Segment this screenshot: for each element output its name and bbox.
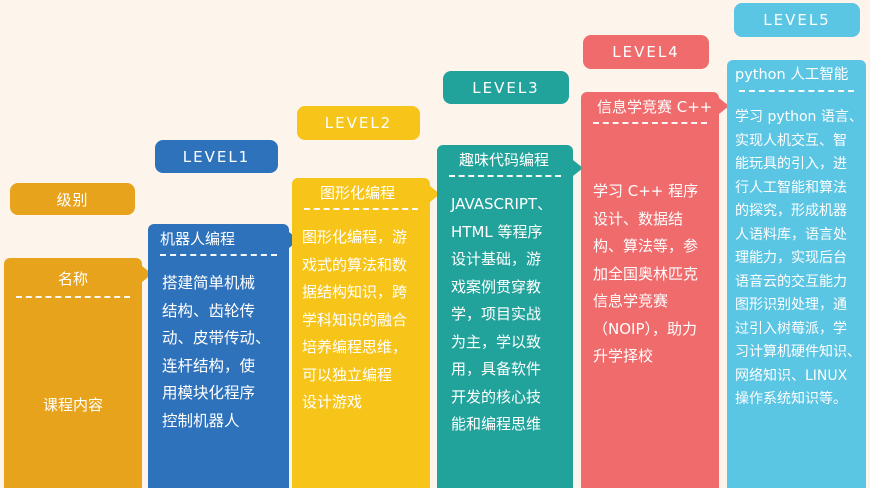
level-card-1-separator (160, 254, 277, 256)
level-card-3: 趣味代码编程 JAVASCRIPT、 HTML 等程序 设计基础，游 戏案例贯穿… (437, 145, 573, 488)
level-card-5-body: 学习 python 语言、 实现人机交互、智 能玩具的引入，进 行人工智能和算法… (735, 109, 863, 407)
level-card-1: 机器人编程 搭建简单机械 结构、齿轮传 动、皮带传动、 连杆结构，使 用模块化程… (148, 224, 289, 488)
level-badge-2-label: LEVEL2 (324, 114, 393, 132)
level-card-2-body: 图形化编程，游 戏式的算法和数 据结构知识，跨 学科知识的融合 培养编程思维， … (302, 228, 408, 411)
level-card-2: 图形化编程 图形化编程，游 戏式的算法和数 据结构知识，跨 学科知识的融合 培养… (292, 178, 430, 488)
label-column-card: 名称 课程内容 (4, 258, 142, 488)
level-badge-1: LEVEL1 (155, 140, 278, 173)
level-card-2-title: 图形化编程 (320, 184, 396, 202)
level-badge-2: LEVEL2 (297, 106, 420, 140)
level-card-4-title: 信息学竞赛 C++ (597, 98, 713, 116)
level-badge-5: LEVEL5 (734, 3, 860, 37)
level-card-5: python 人工智能 学习 python 语言、 实现人机交互、智 能玩具的引… (727, 60, 866, 488)
level-card-5-separator (739, 90, 854, 92)
level-card-3-title: 趣味代码编程 (459, 151, 550, 169)
level-badge-4: LEVEL4 (583, 35, 709, 69)
level-badge-3: LEVEL3 (443, 71, 569, 104)
name-label: 名称 (57, 270, 88, 288)
level-badge-4-label: LEVEL4 (612, 43, 680, 61)
level-card-3-body: JAVASCRIPT、 HTML 等程序 设计基础，游 戏案例贯穿教 学，项目实… (451, 195, 553, 433)
label-arrow-icon (142, 266, 152, 282)
level-card-4-body: 学习 C++ 程序 设计、数据结 构、算法等，参 加全国奥林匹克 信息学竞赛 （… (593, 182, 699, 365)
level-card-1-title: 机器人编程 (160, 230, 236, 248)
level-card-1-body: 搭建简单机械 结构、齿轮传 动、皮带传动、 连杆结构，使 用模块化程序 控制机器… (162, 274, 271, 430)
level-3-arrow-icon (573, 160, 583, 176)
level-badge-1-label: LEVEL1 (182, 147, 251, 166)
level-4-arrow-icon (719, 98, 729, 114)
course-content-label: 课程内容 (42, 396, 103, 414)
level-badge-3-label: LEVEL3 (472, 78, 540, 97)
level-card-2-separator (304, 208, 418, 210)
level-badge-grade: 级别 (10, 183, 135, 215)
name-separator (16, 296, 130, 298)
level-card-4: 信息学竞赛 C++ 学习 C++ 程序 设计、数据结 构、算法等，参 加全国奥林… (581, 92, 719, 488)
level-card-4-separator (593, 122, 707, 124)
level-card-5-title: python 人工智能 (735, 67, 849, 83)
level-2-arrow-icon (430, 186, 440, 202)
level-card-3-separator (449, 175, 561, 177)
grade-badge-label: 级别 (56, 190, 89, 209)
level-badge-5-label: LEVEL5 (763, 11, 831, 29)
